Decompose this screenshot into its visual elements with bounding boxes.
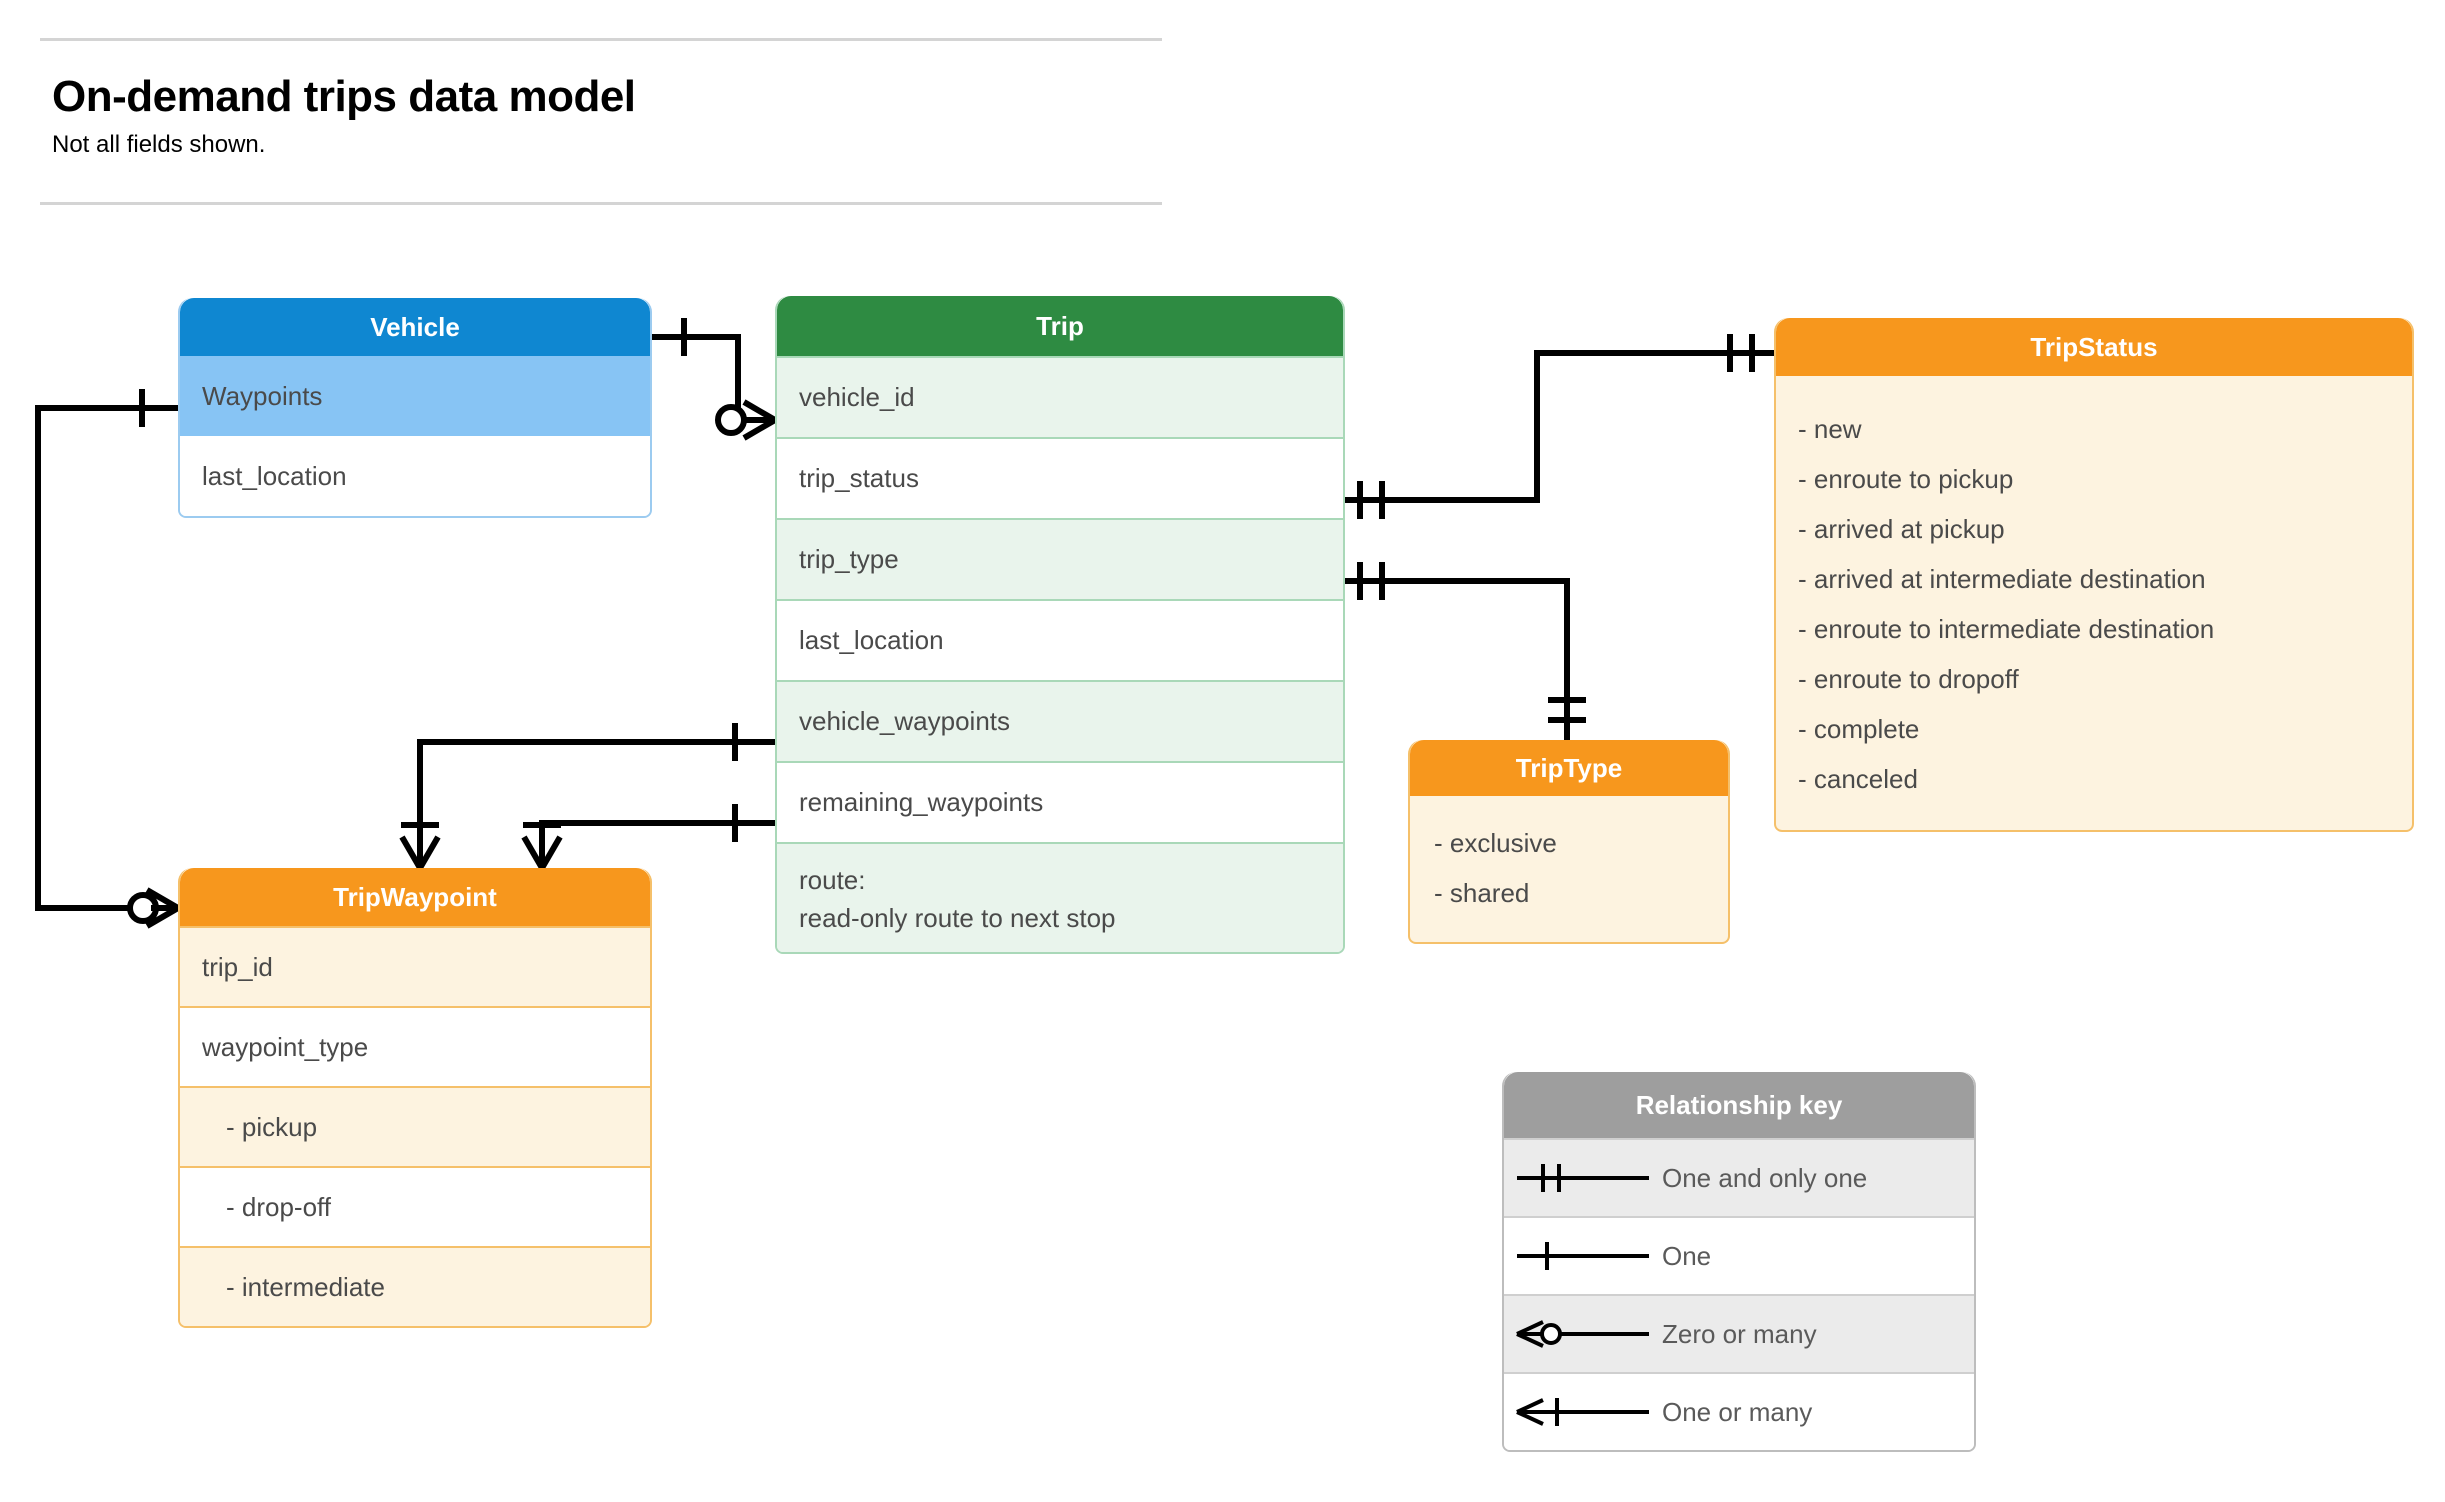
tripstatus-value: - enroute to intermediate destination xyxy=(1798,614,2215,644)
one-and-only-one-icon xyxy=(1504,1158,1662,1198)
legend-row-one-or-many: One or many xyxy=(1504,1372,1974,1450)
field-trip-route[interactable]: route: read-only route to next stop xyxy=(777,842,1343,952)
connector-vehicle-waypoints-to-tripwaypoint xyxy=(35,389,180,929)
waypoint-type-value-intermediate: - intermediate xyxy=(180,1246,650,1326)
entity-vehicle-title: Vehicle xyxy=(180,298,650,356)
entity-tripstatus[interactable]: TripStatus - new - enroute to pickup - a… xyxy=(1774,318,2414,832)
entity-triptype-value-list: - exclusive - shared xyxy=(1410,796,1728,942)
entity-tripstatus-title: TripStatus xyxy=(1776,318,2412,376)
field-trip-vehicle-waypoints[interactable]: vehicle_waypoints xyxy=(777,680,1343,761)
relationship-key-title: Relationship key xyxy=(1504,1072,1974,1138)
legend-row-one: One xyxy=(1504,1216,1974,1294)
entity-tripwaypoint-title: TripWaypoint xyxy=(180,868,650,926)
relationship-key-legend[interactable]: Relationship key One and only one One xyxy=(1502,1072,1976,1452)
field-trip-last-location[interactable]: last_location xyxy=(777,599,1343,680)
header-rule-top xyxy=(40,38,1162,41)
legend-label: One or many xyxy=(1662,1396,1813,1427)
one-icon xyxy=(1504,1236,1662,1276)
entity-triptype[interactable]: TripType - exclusive - shared xyxy=(1408,740,1730,944)
tripstatus-value: - new xyxy=(1798,414,1862,444)
field-trip-vehicle-id[interactable]: vehicle_id xyxy=(777,356,1343,437)
legend-row-zero-or-many: Zero or many xyxy=(1504,1294,1974,1372)
one-or-many-icon xyxy=(1504,1392,1662,1432)
field-trip-route-label: route: xyxy=(799,865,866,896)
field-vehicle-last-location[interactable]: last_location xyxy=(180,436,650,516)
document-header: On-demand trips data model Not all field… xyxy=(40,38,1162,206)
zero-or-many-icon xyxy=(1504,1314,1662,1354)
waypoint-type-value-pickup: - pickup xyxy=(180,1086,650,1166)
tripstatus-value: - arrived at intermediate destination xyxy=(1798,564,2206,594)
entity-trip[interactable]: Trip vehicle_id trip_status trip_type la… xyxy=(775,296,1345,954)
entity-trip-title: Trip xyxy=(777,296,1343,356)
page-title: On-demand trips data model xyxy=(52,72,636,121)
field-tripwaypoint-trip-id[interactable]: trip_id xyxy=(180,926,650,1006)
field-vehicle-waypoints[interactable]: Waypoints xyxy=(180,356,650,436)
field-tripwaypoint-waypoint-type[interactable]: waypoint_type xyxy=(180,1006,650,1086)
page-subtitle: Not all fields shown. xyxy=(52,131,266,159)
legend-label: One and only one xyxy=(1662,1162,1868,1193)
connector-trip-status-to-tripstatus xyxy=(1341,334,1774,519)
tripstatus-value: - enroute to dropoff xyxy=(1798,664,2019,694)
waypoint-type-value-dropoff: - drop-off xyxy=(180,1166,650,1246)
header-rule-bottom xyxy=(40,202,1162,206)
tripstatus-value: - canceled xyxy=(1798,764,1918,794)
connector-remaining-waypoints-to-tripwaypoint xyxy=(521,804,775,870)
field-trip-trip-status[interactable]: trip_status xyxy=(777,437,1343,518)
triptype-value: - exclusive xyxy=(1434,828,1557,858)
entity-tripwaypoint[interactable]: TripWaypoint trip_id waypoint_type - pic… xyxy=(178,868,652,1328)
legend-label: One xyxy=(1662,1240,1712,1271)
connector-vehicle-to-trip xyxy=(650,318,777,441)
legend-row-one-and-only-one: One and only one xyxy=(1504,1138,1974,1216)
triptype-value: - shared xyxy=(1434,878,1530,908)
entity-triptype-title: TripType xyxy=(1410,740,1728,796)
field-trip-route-note: read-only route to next stop xyxy=(799,903,1116,933)
field-trip-remaining-waypoints[interactable]: remaining_waypoints xyxy=(777,761,1343,842)
legend-label: Zero or many xyxy=(1662,1318,1817,1349)
connector-trip-type-to-triptype xyxy=(1341,562,1586,740)
tripstatus-value: - arrived at pickup xyxy=(1798,514,2005,544)
tripstatus-value: - complete xyxy=(1798,714,1920,744)
connector-vehicle-waypoints-field-to-tripwaypoint xyxy=(399,723,775,870)
tripstatus-value: - enroute to pickup xyxy=(1798,464,2014,494)
field-trip-trip-type[interactable]: trip_type xyxy=(777,518,1343,599)
entity-vehicle[interactable]: Vehicle Waypoints last_location xyxy=(178,298,652,518)
entity-tripstatus-value-list: - new - enroute to pickup - arrived at p… xyxy=(1776,376,2412,830)
